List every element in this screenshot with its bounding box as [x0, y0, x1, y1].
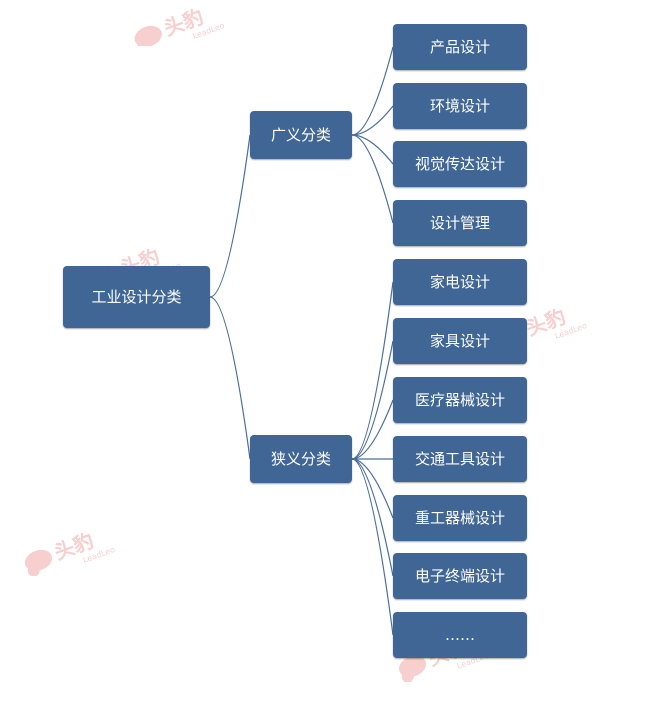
leaf-node: 家具设计 — [393, 318, 527, 364]
connector-branch2-child-3 — [351, 399, 394, 460]
leaf-node-label: 家具设计 — [429, 331, 490, 350]
connector-root-to-branch-2 — [209, 296, 251, 460]
leaf-node: 环境设计 — [393, 83, 527, 129]
connector-branch2-child-2 — [351, 340, 394, 460]
branch-node-broad: 广义分类 — [250, 111, 352, 159]
leaf-node-label: 环境设计 — [429, 96, 490, 115]
watermark-logo-bottom-left: 头豹 LeadLeo — [18, 516, 138, 580]
connector-branch1-child-1 — [351, 46, 394, 136]
leaf-node-label: 家电设计 — [429, 272, 490, 291]
connector-branch1-child-4 — [351, 134, 394, 224]
watermark-logo-icon: 头豹 LeadLeo — [24, 528, 116, 577]
leaf-node-label: 产品设计 — [429, 37, 490, 56]
branch-node-label: 狭义分类 — [270, 449, 331, 468]
leaf-node-label: 设计管理 — [429, 213, 490, 232]
leaf-node-label: …… — [445, 625, 475, 644]
leaf-node-label: 医疗器械设计 — [414, 390, 505, 409]
watermark-logo-icon: 头豹 LeadLeo — [134, 4, 226, 53]
root-node-label: 工业设计分类 — [91, 287, 182, 306]
leaf-node: 重工器械设计 — [393, 495, 527, 541]
connector-branch2-child-1 — [351, 281, 394, 460]
branch-node-label: 广义分类 — [270, 125, 331, 144]
branch-node-narrow: 狭义分类 — [250, 435, 352, 483]
leaf-node: 医疗器械设计 — [393, 377, 527, 423]
leaf-node: 交通工具设计 — [393, 436, 527, 482]
leaf-node-label: 交通工具设计 — [414, 449, 505, 468]
leaf-node: 家电设计 — [393, 259, 527, 305]
leaf-node-label: 电子终端设计 — [414, 566, 505, 585]
leaf-node: 视觉传达设计 — [393, 141, 527, 187]
watermark-logo-top: 头豹 LeadLeo — [128, 0, 248, 53]
leaf-node: 电子终端设计 — [393, 553, 527, 599]
leaf-node: 设计管理 — [393, 200, 527, 246]
leaf-node: 产品设计 — [393, 24, 527, 70]
leaf-node-label: 视觉传达设计 — [414, 154, 505, 173]
connector-root-to-branch-1 — [209, 134, 251, 298]
leaf-node-label: 重工器械设计 — [414, 508, 505, 527]
connector-branch2-child-7 — [351, 458, 394, 636]
leaf-node: …… — [393, 612, 527, 658]
root-node: 工业设计分类 — [63, 266, 210, 328]
